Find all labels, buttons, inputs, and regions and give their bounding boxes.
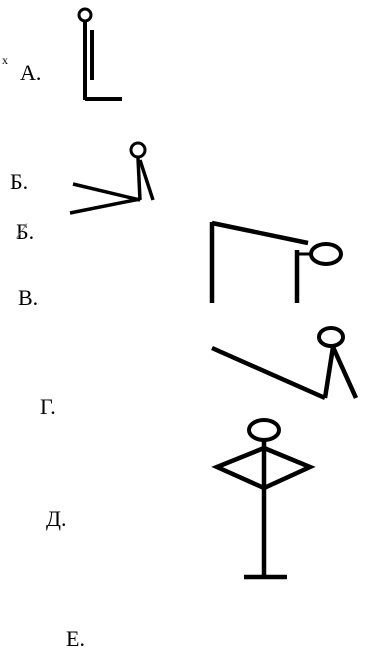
label-v: В. <box>18 285 39 310</box>
label-d: Д. <box>46 506 67 531</box>
pose-v-figure <box>209 220 343 303</box>
pose-g-figure <box>211 326 359 401</box>
label-g: Г. <box>40 394 56 419</box>
label-b: Б. <box>10 169 29 194</box>
label-b-second: Б. <box>16 219 35 244</box>
label-e: Е. <box>66 626 85 651</box>
stray-mark: x <box>2 53 8 67</box>
label-a: А. <box>20 60 42 85</box>
handwritten-strike-mark: ⁄ <box>20 218 24 243</box>
pose-b-figure <box>69 141 155 215</box>
pose-d-figure <box>211 418 316 580</box>
pose-a-figure <box>77 7 122 101</box>
